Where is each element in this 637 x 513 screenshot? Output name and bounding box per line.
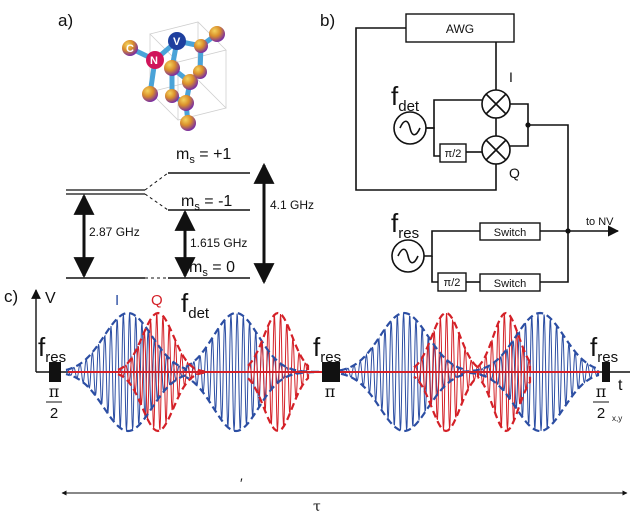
panel-label-a: a) [58,11,73,30]
fdet-label-b: fdet [391,81,420,115]
pulse-label-2: π [325,382,336,401]
panel-label-b: b) [320,11,335,30]
gap-label-upper: 4.1 GHz [270,198,314,212]
svg-text:π: π [49,382,60,401]
phase-shifter-1: π/2 [439,143,467,163]
tau-label: τ [313,499,321,513]
fres-label-c2: fres [313,332,341,366]
phase-shifter-2: π/2 [437,272,467,292]
nv-center-molecule: C N V [122,21,227,131]
level-ms-zero: ms = 0 [189,259,235,279]
circuit-wires [355,13,620,283]
svg-text:Switch: Switch [494,227,526,239]
legend-i: I [115,292,119,309]
i-oscillation [65,313,599,431]
mixer-q [481,135,511,165]
awg-box-label: AWG [446,22,474,36]
svg-text:π/2: π/2 [444,277,461,289]
pulse-label-3: π 2 x,y [593,382,622,423]
pulse-block-1 [49,362,61,382]
oscillator-det-icon [393,111,427,145]
atom-label-c: C [126,43,134,55]
v-axis-label: V [45,290,56,307]
atom-label-v: V [173,36,181,48]
panel-label-c: c) [4,287,18,306]
pulse-label-1: π 2 [46,382,62,422]
nitrogen-atom [146,51,164,69]
output-to-nv-label: to NV [586,216,614,228]
svg-text:π/2: π/2 [445,148,462,160]
oscillator-res-icon [391,239,425,273]
carbon-atoms [122,26,225,131]
t-axis-label: t [618,377,623,394]
gap-label-lower: 1.615 GHz [190,236,247,250]
pulse-block-3 [602,362,610,382]
level-ms-plus1: ms = +1 [176,146,231,166]
fres-label-b: fres [391,208,419,242]
fdet-label-c: fdet [181,288,210,322]
svg-text:Switch: Switch [494,278,526,290]
fres-label-c3: fres [590,332,618,366]
gap-label-zfs: 2.87 GHz [89,225,140,239]
mixer-q-label: Q [509,165,520,181]
svg-text:π: π [596,382,607,401]
energy-level-diagram [66,162,275,285]
switch-2: Switch [479,273,541,292]
svg-text:x,y: x,y [612,414,622,423]
mixer-i-label: I [509,69,513,85]
level-ms-minus1: ms = -1 [181,193,232,213]
mixer-i [481,89,511,119]
atom-label-n: N [150,55,158,67]
svg-text:2: 2 [50,405,58,422]
switch-1: Switch [479,222,541,241]
tau-prime-mark: ′ [240,475,243,491]
svg-text:2: 2 [597,405,605,422]
legend-q: Q [151,292,163,309]
pulse-block-2 [322,362,340,382]
fres-label-c1: fres [38,332,66,366]
q-oscillation [117,313,531,431]
vacancy-atom [168,32,186,50]
